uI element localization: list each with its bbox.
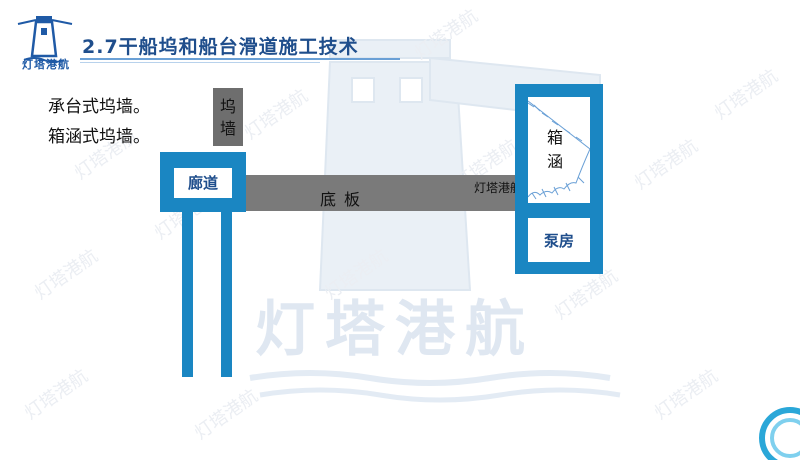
floor-watermark-text: 灯塔港航 [474, 181, 523, 195]
box-culvert-label: 箱涵 [546, 128, 563, 171]
pile-right [221, 212, 232, 377]
floor-slab-label: 底板 [320, 190, 369, 209]
corridor-opening [174, 168, 232, 198]
watermark-small: 灯塔港航 [191, 386, 262, 444]
text-line-1: 承台式坞墙。 [48, 97, 150, 117]
pile-left [182, 212, 193, 377]
text-line-2: 箱涵式坞墙。 [48, 127, 150, 147]
corner-badge-icon [759, 407, 800, 460]
slide-title: 2.7干船坞和船台滑道施工技术 [82, 36, 359, 58]
dock-wall-block [213, 88, 243, 146]
watermark-small: 灯塔港航 [631, 136, 702, 194]
lighthouse-logo-icon [17, 16, 73, 63]
box-culvert-chamber [528, 97, 590, 203]
floor-slab [246, 175, 516, 211]
dock-wall-label: 坞墙 [219, 97, 236, 138]
watermark-layer: 灯塔港航 灯塔港航 灯塔港航 灯塔港航 灯塔港航 灯塔港航 灯塔港航 灯塔港航 … [21, 6, 782, 444]
watermark-small: 灯塔港航 [21, 366, 92, 424]
watermark-small: 灯塔港航 [651, 366, 722, 424]
box-culvert-hatch [528, 100, 590, 200]
pump-room-chamber [528, 218, 590, 262]
watermark-small: 灯塔港航 [551, 266, 622, 324]
watermark-small: 灯塔港航 [31, 246, 102, 304]
watermark-small: 灯塔港航 [711, 66, 782, 124]
watermark-big-text: 灯塔港航 [255, 295, 535, 365]
title-underline-thin [80, 62, 320, 63]
corridor-label: 廊道 [187, 174, 218, 192]
watermark-small: 灯塔港航 [241, 86, 312, 144]
pump-room-label: 泵房 [543, 232, 574, 250]
title-underline [80, 58, 400, 60]
logo-text: 灯塔港航 [22, 58, 70, 71]
